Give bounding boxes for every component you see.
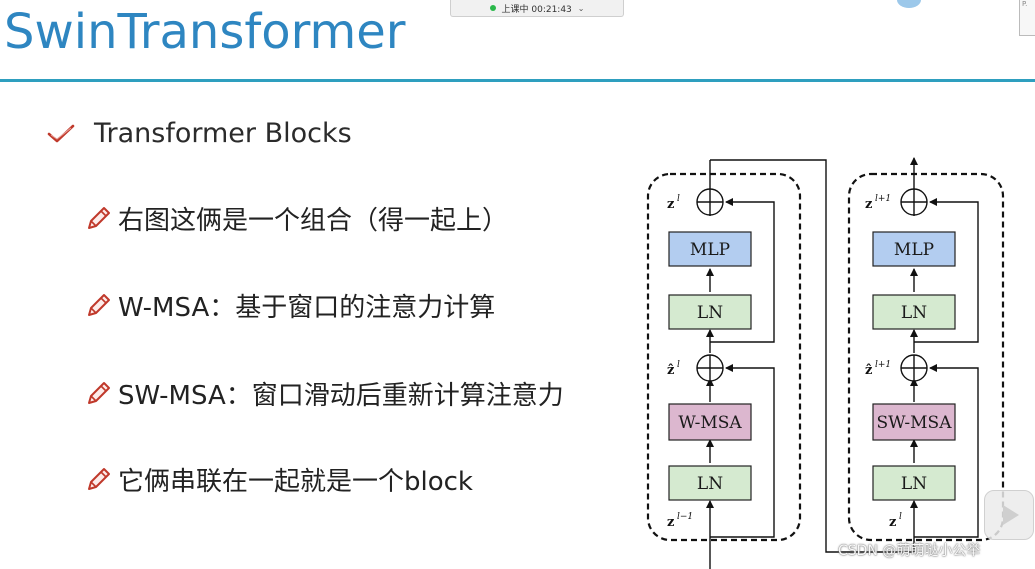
bullet-text: 右图这俩是一个组合（得一起上） <box>118 206 509 236</box>
bullet-text: W-MSA：基于窗口的注意力计算 <box>118 293 496 323</box>
z-hat-superscript: l <box>677 360 680 370</box>
mlp-box <box>872 231 956 267</box>
z-hat-superscript: l+1 <box>875 360 891 370</box>
bullet-text: SW-MSA：窗口滑动后重新计算注意力 <box>118 381 564 411</box>
sw-msa-box <box>872 403 956 441</box>
recording-indicator-icon <box>489 5 496 11</box>
ln-label: LN <box>901 303 927 323</box>
pencil-icon <box>88 206 110 229</box>
w-msa-box <box>668 403 752 441</box>
recording-status-text: 上课中 00:21:43 <box>501 4 572 15</box>
z-out-superscript: l+1 <box>875 194 891 204</box>
block-boundary <box>646 172 802 542</box>
z-out-superscript: l <box>677 194 680 204</box>
recording-status-bar[interactable]: 上课中 00:21:43 ⌄ <box>450 0 624 17</box>
ln-label: LN <box>697 474 723 494</box>
pencil-icon <box>88 293 110 316</box>
z-in-superscript: l <box>899 512 902 522</box>
ln-label: LN <box>901 474 927 494</box>
bullet-item: 右图这俩是一个组合（得一起上） <box>84 200 508 237</box>
ln-label: LN <box>697 303 723 323</box>
ln-box <box>668 465 752 501</box>
block-boundary <box>847 172 1005 542</box>
ln-box <box>872 465 956 501</box>
section-heading: Transformer Blocks <box>46 118 352 149</box>
watermark: CSDN @萌萌哒小公举 <box>838 543 981 559</box>
mlp-box <box>668 231 752 267</box>
sw-msa-label: SW-MSA <box>877 413 953 433</box>
z-in-symbol: z <box>667 515 674 530</box>
slide-title: SwinTransformer <box>4 4 406 60</box>
heading-text: Transformer Blocks <box>94 118 352 149</box>
z-out-symbol: z <box>865 197 872 212</box>
z-hat-symbol: ẑ <box>865 363 872 378</box>
z-in-symbol: z <box>889 515 896 530</box>
play-icon <box>1003 505 1019 525</box>
swin-block-diagram: MLP LN W-MSA LN z l ẑ l z l−1 MLP <box>646 157 1005 569</box>
z-hat-symbol: ẑ <box>667 363 674 378</box>
side-panel-edge[interactable]: P. <box>1019 0 1035 36</box>
ln-box <box>668 294 752 330</box>
play-overlay[interactable] <box>984 490 1034 540</box>
ln-box <box>872 294 956 330</box>
bullet-text: 它俩串联在一起就是一个block <box>118 467 473 497</box>
bullet-item: SW-MSA：窗口滑动后重新计算注意力 <box>84 375 564 412</box>
z-out-symbol: z <box>667 197 674 212</box>
bullet-item: W-MSA：基于窗口的注意力计算 <box>84 287 495 324</box>
check-icon <box>47 124 75 142</box>
w-msa-label: W-MSA <box>678 413 742 433</box>
z-in-superscript: l−1 <box>677 512 693 522</box>
pencil-icon <box>88 381 110 404</box>
pencil-icon <box>88 467 110 490</box>
title-divider <box>0 79 1035 82</box>
w-msa-block: MLP LN W-MSA LN z l ẑ l z l−1 <box>646 159 906 569</box>
mlp-label: MLP <box>894 240 934 260</box>
floating-bubble[interactable] <box>897 0 921 8</box>
chevron-down-icon[interactable]: ⌄ <box>577 3 585 13</box>
bullet-item: 它俩串联在一起就是一个block <box>84 461 473 498</box>
mlp-label: MLP <box>690 240 730 260</box>
sw-msa-block: MLP LN SW-MSA LN z l+1 ẑ l+1 z l <box>847 157 1005 553</box>
